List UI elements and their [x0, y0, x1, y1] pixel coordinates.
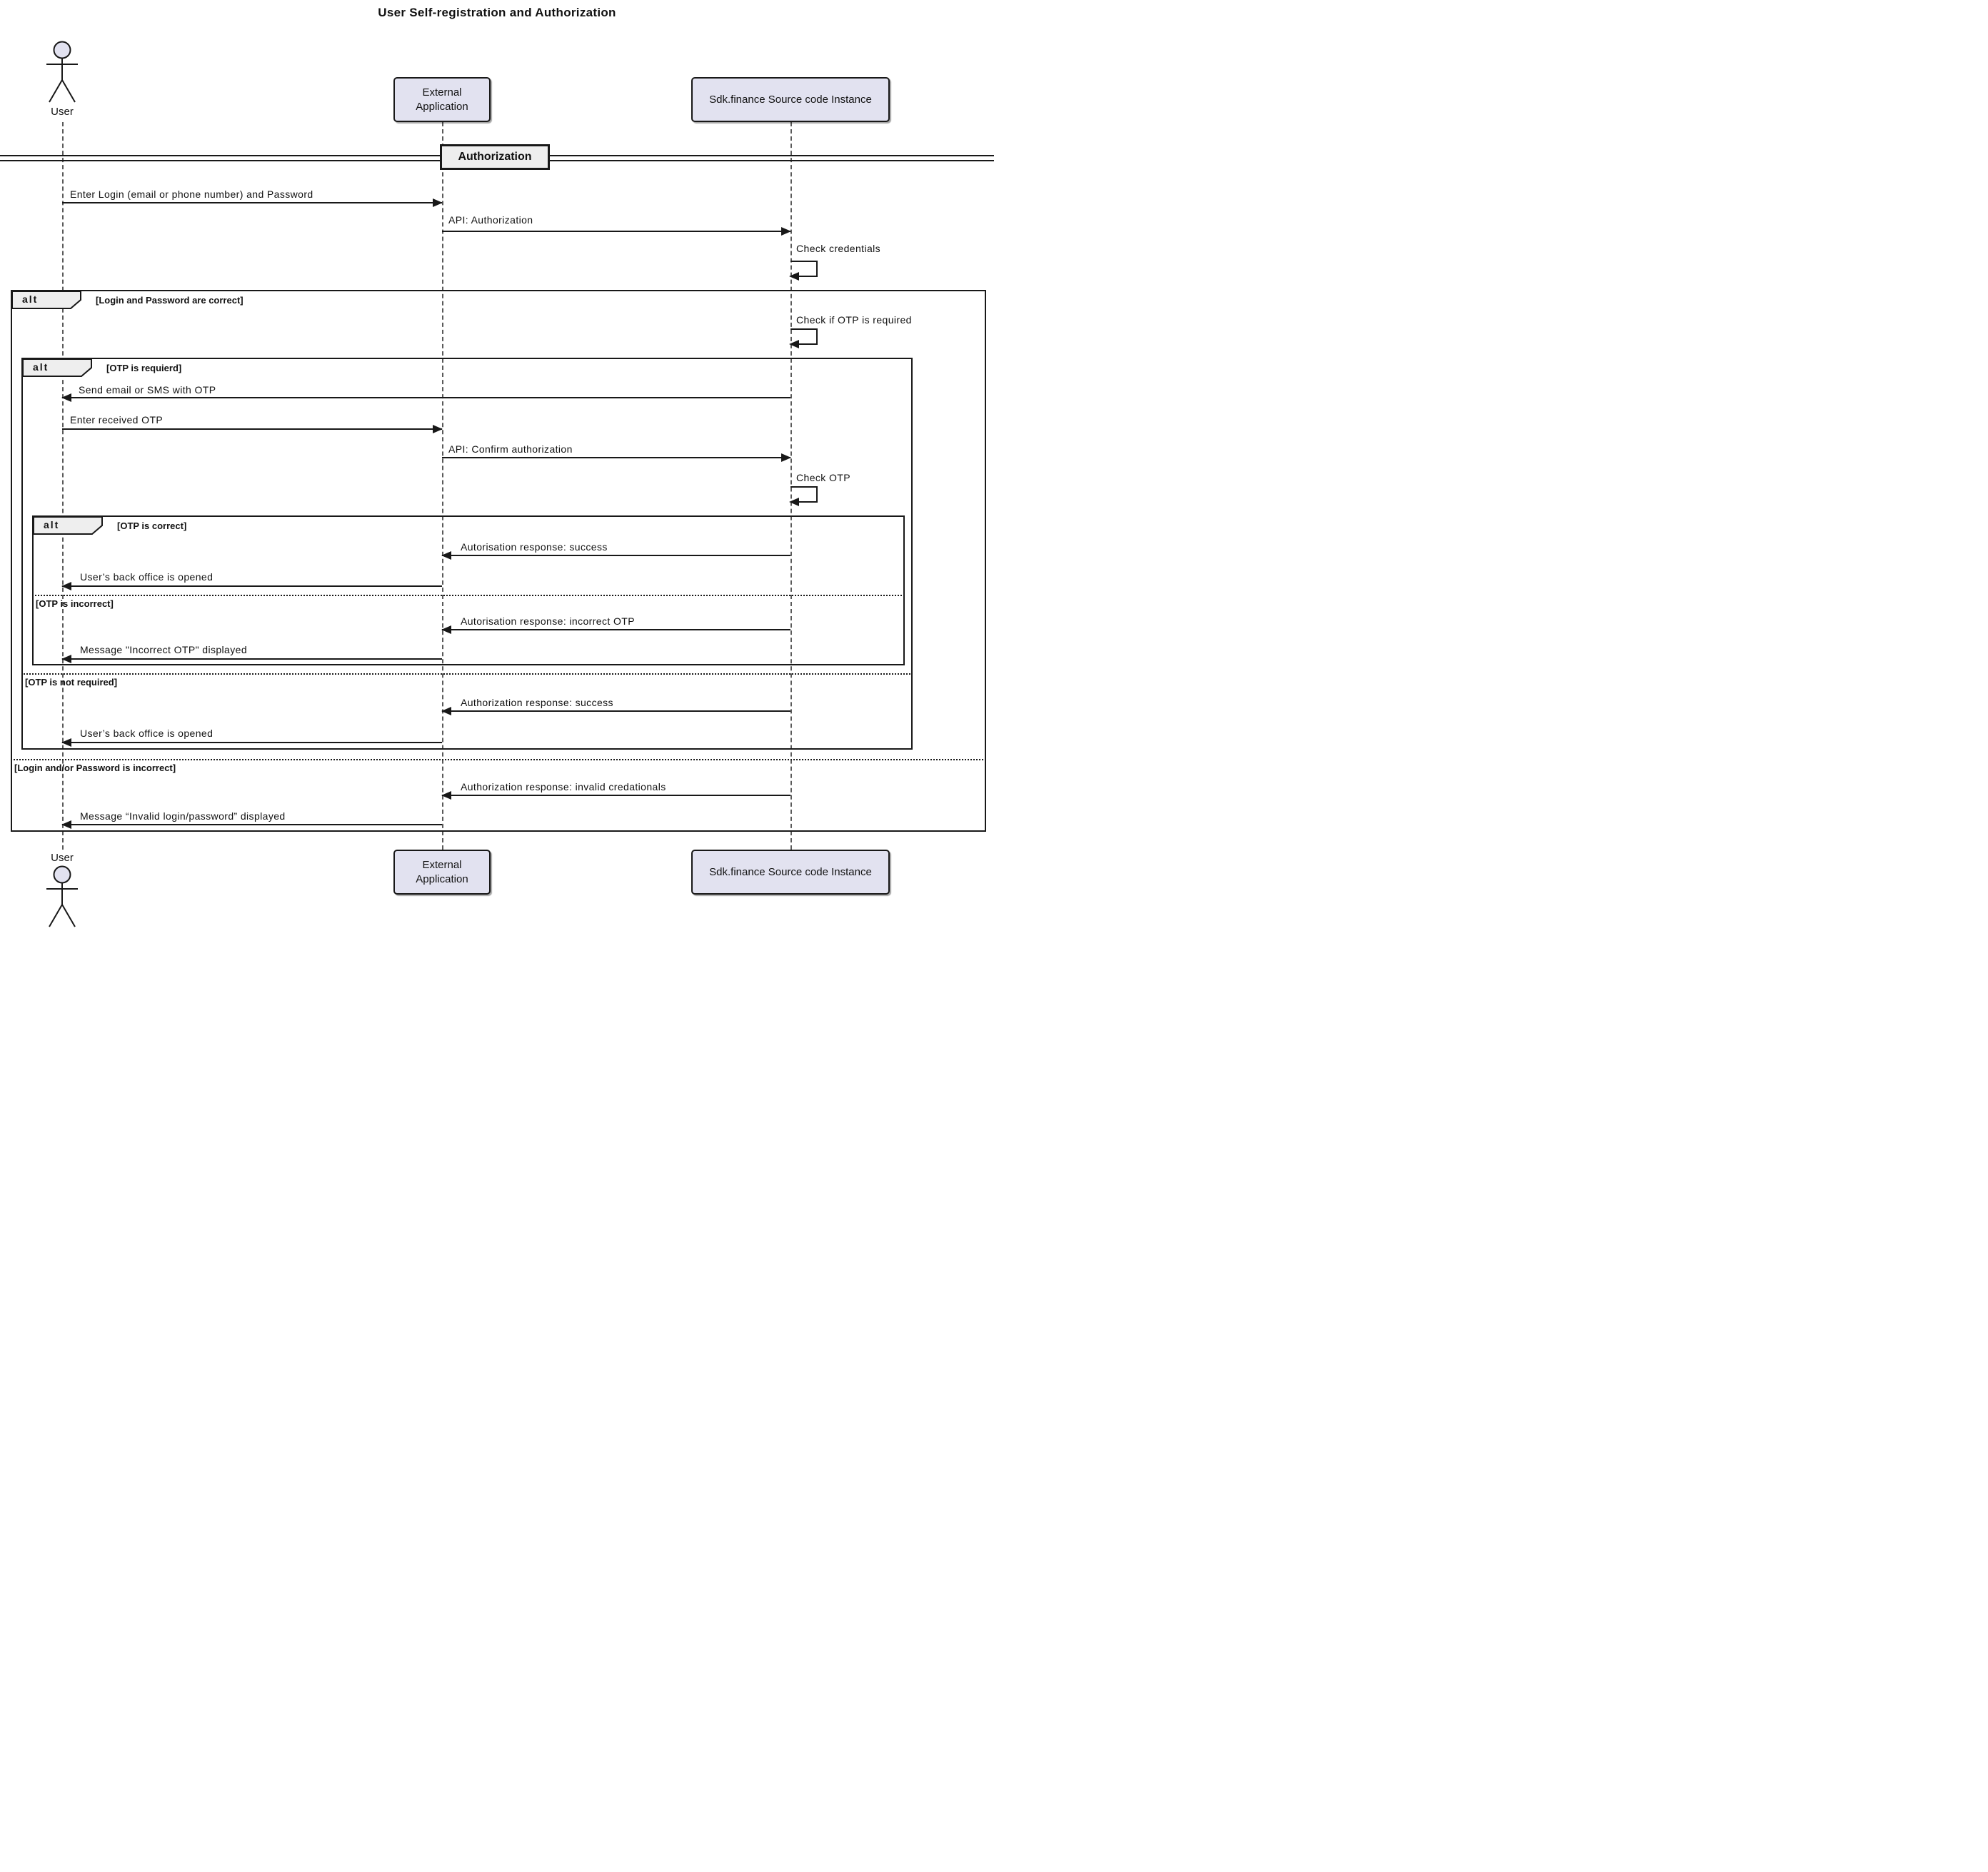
alt-otp-check-guard-false: [OTP is incorrect] — [36, 598, 114, 609]
message-incorrect-otp-displayed: Message "Incorrect OTP" displayed — [80, 644, 248, 655]
arrowhead-left-icon — [61, 582, 71, 590]
arrowhead-right-icon — [433, 198, 443, 207]
self-arrow-check-if-otp-required — [789, 328, 818, 348]
arrow-back-office-opened-1 — [61, 582, 442, 590]
arrowhead-left-icon — [441, 791, 451, 800]
arrowhead-left-icon — [789, 272, 799, 281]
message-back-office-opened-2: User’s back office is opened — [80, 728, 214, 739]
alt-otp-else-divider — [21, 673, 913, 675]
participant-sdk-instance-bottom: Sdk.finance Source code Instance — [691, 850, 890, 895]
alt-outer-guard-true: [Login and Password are correct] — [96, 295, 244, 306]
arrowhead-left-icon — [441, 707, 451, 715]
arrow-autorisation-incorrect-otp — [441, 625, 790, 634]
message-back-office-opened-1: User’s back office is opened — [80, 571, 214, 583]
self-arrow-check-otp — [789, 486, 818, 506]
divider-authorization: Authorization — [440, 144, 550, 170]
arrowhead-left-icon — [61, 738, 71, 747]
arrowhead-left-icon — [789, 340, 799, 348]
alt-fragment-otp: alt [OTP is requierd] — [21, 358, 913, 750]
lifeline-external-application — [442, 122, 443, 850]
arrowhead-right-icon — [781, 453, 791, 462]
participant-user-top: User — [51, 106, 74, 118]
alt-operator: alt — [33, 361, 49, 373]
arrow-send-otp — [61, 393, 790, 402]
user-actor-icon — [46, 41, 78, 103]
alt-outer-else-divider — [11, 759, 986, 760]
self-arrow-check-credentials — [789, 261, 818, 281]
arrowhead-left-icon — [61, 393, 71, 402]
alt-fragment-outer: alt [Login and Password are correct] — [11, 290, 986, 832]
arrowhead-right-icon — [433, 425, 443, 433]
alt-fragment-otp-check: alt [OTP is correct] — [32, 515, 905, 665]
arrow-back-office-opened-2 — [61, 738, 442, 747]
message-enter-login: Enter Login (email or phone number) and … — [70, 188, 313, 200]
alt-otp-check-else-divider — [32, 595, 905, 596]
arrow-authorization-success — [441, 707, 790, 715]
message-autorisation-success: Autorisation response: success — [461, 541, 608, 553]
alt-pentagon-icon — [22, 358, 92, 377]
arrow-autorisation-success — [441, 551, 790, 560]
alt-pentagon-icon — [11, 291, 81, 309]
arrow-invalid-credentials — [441, 791, 790, 800]
participant-external-application-top: External Application — [393, 77, 491, 122]
sequence-diagram: User Self-registration and Authorization… — [0, 0, 994, 936]
alt-pentagon-icon — [33, 516, 103, 535]
message-enter-received-otp: Enter received OTP — [70, 414, 164, 426]
lifeline-user — [62, 122, 64, 850]
participant-sdk-instance-top: Sdk.finance Source code Instance — [691, 77, 890, 122]
arrow-enter-received-otp — [62, 425, 443, 433]
arrowhead-right-icon — [781, 227, 791, 236]
alt-otp-guard-true: [OTP is requierd] — [106, 363, 182, 373]
arrowhead-left-icon — [789, 498, 799, 506]
arrowhead-left-icon — [441, 625, 451, 634]
alt-otp-check-guard-true: [OTP is correct] — [117, 520, 187, 531]
message-invalid-login-displayed: Message “Invalid login/password” display… — [80, 810, 286, 822]
diagram-title: User Self-registration and Authorization — [378, 6, 616, 19]
arrow-invalid-login-displayed — [61, 820, 442, 829]
message-invalid-credentials: Authorization response: invalid credatio… — [461, 781, 666, 792]
participant-external-application-bottom: External Application — [393, 850, 491, 895]
arrow-enter-login — [62, 198, 443, 207]
arrowhead-left-icon — [441, 551, 451, 560]
user-actor-icon — [46, 865, 78, 927]
arrow-api-authorization — [442, 227, 791, 236]
participant-user-bottom: User — [51, 852, 74, 864]
arrowhead-left-icon — [61, 820, 71, 829]
message-check-if-otp-required: Check if OTP is required — [796, 314, 912, 326]
arrow-incorrect-otp-displayed — [61, 655, 442, 663]
message-autorisation-incorrect-otp: Autorisation response: incorrect OTP — [461, 615, 635, 627]
message-check-otp: Check OTP — [796, 472, 850, 483]
lifeline-sdk-instance — [790, 122, 792, 850]
message-api-authorization: API: Authorization — [448, 214, 533, 226]
alt-operator: alt — [22, 293, 39, 305]
message-api-confirm-authorization: API: Confirm authorization — [448, 443, 573, 455]
arrowhead-left-icon — [61, 655, 71, 663]
message-send-otp: Send email or SMS with OTP — [79, 384, 216, 396]
alt-outer-guard-false: [Login and/or Password is incorrect] — [14, 763, 176, 773]
arrow-api-confirm-authorization — [442, 453, 791, 462]
message-authorization-success: Authorization response: success — [461, 697, 613, 708]
message-check-credentials: Check credentials — [796, 243, 881, 254]
alt-operator: alt — [44, 519, 60, 530]
alt-otp-guard-false: [OTP is not required] — [25, 677, 118, 688]
